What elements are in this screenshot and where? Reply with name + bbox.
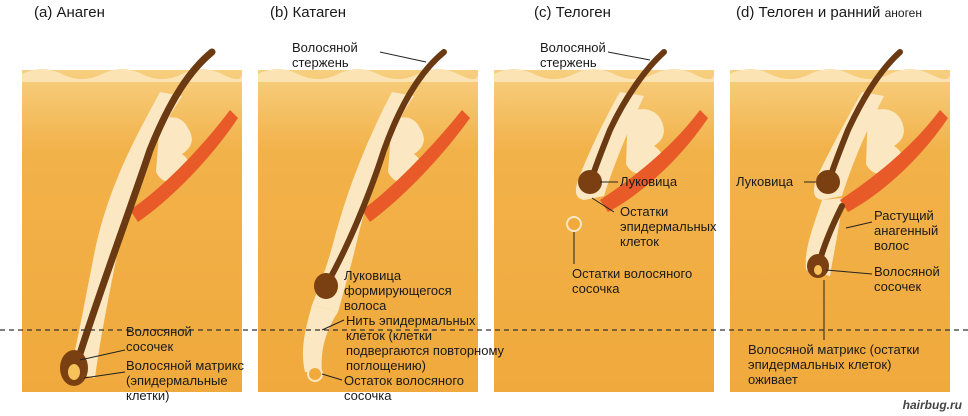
label-d-growing: Растущий анагенный волос — [874, 208, 939, 253]
watermark: hairbug.ru — [902, 398, 962, 412]
label-d-bulb: Луковица — [736, 174, 794, 189]
label-b-shaft: Волосяной стержень — [292, 40, 358, 70]
skin-block — [258, 70, 478, 392]
epidermis-surface — [730, 69, 950, 82]
papilla-remnant — [307, 366, 323, 382]
hair-bulb — [314, 273, 338, 299]
arrector-muscle — [130, 110, 238, 222]
label-b-strand: Нить эпидермальных клеток (клетки подвер… — [346, 313, 505, 373]
panel-title-d-main: (d) Телоген и ранний — [736, 4, 885, 21]
label-b-bulb: Луковица формирующегося волоса — [344, 268, 452, 313]
arrector-muscle — [362, 110, 470, 222]
hair-bulb — [578, 170, 602, 194]
label-d-matrix: Волосяной матрикс (остатки эпидермальных… — [748, 342, 920, 387]
label-a-matrix: Волосяной матрикс (эпидермальные клетки) — [126, 358, 245, 403]
panel-title-d: (d) Телоген и ранний аноген — [736, 4, 922, 21]
hair-bulb — [816, 170, 840, 194]
label-b-remnant: Остаток волосяного сосочка — [344, 373, 465, 403]
hair-shaft — [325, 49, 447, 285]
sebaceous-gland — [866, 109, 904, 174]
leader-matrix — [83, 371, 126, 379]
panel-title-c: (c) Телоген — [534, 4, 611, 21]
label-a-papilla: Волосяной сосочек — [126, 324, 192, 354]
leader-strand — [321, 319, 345, 331]
panel-telogen — [494, 49, 714, 392]
panel-anagen — [22, 48, 242, 392]
panel-title-b: (b) Катаген — [270, 4, 347, 21]
skin-block — [22, 70, 242, 392]
panel-title-d-small: аноген — [884, 6, 922, 20]
panel-telogen-early-anagen — [730, 49, 950, 392]
leader-shaft — [607, 51, 651, 61]
label-c-papilla: Остатки волосяного сосочка — [572, 266, 693, 296]
hair-shaft — [827, 49, 903, 181]
panel-catagen — [258, 49, 478, 392]
epidermis-surface — [494, 69, 714, 82]
label-c-bulb: Луковица — [620, 174, 678, 189]
arrector-muscle — [840, 110, 948, 212]
hair-shaft — [74, 48, 216, 364]
leader-remnant — [321, 373, 343, 381]
hair-shaft — [589, 49, 667, 181]
leader-growing — [845, 221, 873, 229]
label-d-papilla: Волосяной сосочек — [874, 264, 940, 294]
arrector-muscle — [600, 110, 708, 212]
papilla — [814, 265, 822, 275]
leader-shaft — [379, 51, 427, 63]
leader-papilla — [825, 269, 873, 275]
leader-epi — [591, 197, 615, 213]
skin-block — [730, 70, 950, 392]
papilla-remnant — [566, 216, 582, 232]
label-c-epi: Остатки эпидермальных клеток — [620, 204, 717, 249]
panel-title-a: (a) Анаген — [34, 4, 105, 21]
sebaceous-gland — [626, 109, 664, 174]
epidermal-strand — [302, 305, 338, 372]
label-c-shaft: Волосяной стержень — [540, 40, 606, 70]
leader-papilla — [79, 349, 126, 361]
papilla — [68, 364, 80, 380]
